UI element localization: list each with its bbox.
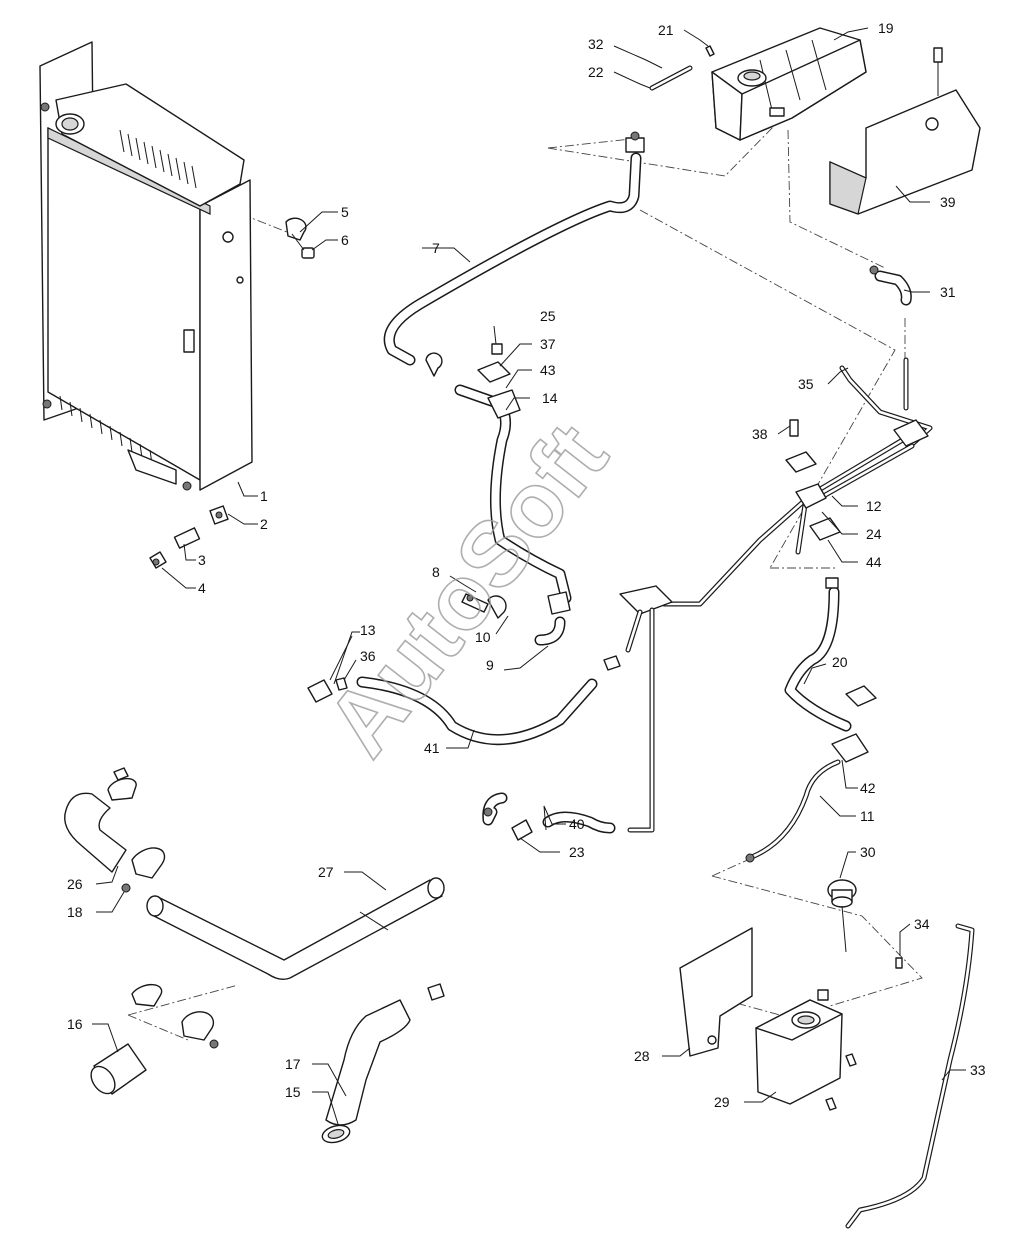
callout-14: 14 xyxy=(542,390,558,406)
watermark: AutoSoft xyxy=(307,406,626,775)
callout-16: 16 xyxy=(67,1016,83,1032)
callout-4: 4 xyxy=(198,580,206,596)
callout-35: 35 xyxy=(798,376,814,392)
callout-2: 2 xyxy=(260,516,268,532)
callout-9: 9 xyxy=(486,657,494,673)
callout-19: 19 xyxy=(878,20,894,36)
callout-41: 41 xyxy=(424,740,440,756)
pipe-fittings-top xyxy=(649,45,715,91)
clamp-parts-25-37-43 xyxy=(477,343,511,383)
callout-24: 24 xyxy=(866,526,882,542)
junction-block xyxy=(603,585,673,833)
hose-33 xyxy=(845,923,975,1229)
callout-42: 42 xyxy=(860,780,876,796)
hose-14 xyxy=(454,384,572,646)
callout-17: 17 xyxy=(285,1056,301,1072)
hoses-23-40 xyxy=(482,792,616,841)
callout-10: 10 xyxy=(475,629,491,645)
clip-and-bolt xyxy=(285,217,315,259)
callout-3: 3 xyxy=(198,552,206,568)
callout-12: 12 xyxy=(866,498,882,514)
callout-18: 18 xyxy=(67,904,83,920)
hose-17-15 xyxy=(321,983,445,1144)
callout-13: 13 xyxy=(360,622,376,638)
callout-20: 20 xyxy=(832,654,848,670)
tank-bracket xyxy=(829,47,981,215)
callout-29: 29 xyxy=(714,1094,730,1110)
callout-8: 8 xyxy=(432,564,440,580)
radiator xyxy=(39,41,253,491)
callout-27: 27 xyxy=(318,864,334,880)
callout-44: 44 xyxy=(866,554,882,570)
callout-11: 11 xyxy=(860,808,875,824)
callout-39: 39 xyxy=(940,194,956,210)
steel-lines xyxy=(661,265,933,607)
radiator-fins-bottom xyxy=(59,395,153,465)
hose-16 xyxy=(90,983,219,1095)
drain-fittings xyxy=(149,505,229,569)
hose-41 xyxy=(307,635,598,746)
callout-6: 6 xyxy=(341,232,349,248)
callout-labels: 1 2 3 4 5 6 7 8 9 10 11 12 13 14 15 16 1… xyxy=(67,20,986,1110)
hose-27 xyxy=(146,877,445,981)
callout-25: 25 xyxy=(540,308,556,324)
lower-tank xyxy=(679,927,857,1111)
callout-43: 43 xyxy=(540,362,556,378)
hose-7 xyxy=(383,131,645,377)
callout-36: 36 xyxy=(360,648,376,664)
callout-5: 5 xyxy=(341,204,349,220)
callout-32: 32 xyxy=(588,36,604,52)
leader-lines xyxy=(92,27,966,1125)
callout-34: 34 xyxy=(914,916,930,932)
hose-26 xyxy=(64,767,166,893)
callout-22: 22 xyxy=(588,64,604,80)
callout-33: 33 xyxy=(970,1062,986,1078)
radiator-fins-top xyxy=(119,129,197,189)
callout-31: 31 xyxy=(940,284,956,300)
callout-26: 26 xyxy=(67,876,83,892)
callout-30: 30 xyxy=(860,844,876,860)
hose-20-11 xyxy=(745,577,877,863)
callout-7: 7 xyxy=(432,240,440,256)
callout-40: 40 xyxy=(569,816,585,832)
callout-37: 37 xyxy=(540,336,556,352)
callout-28: 28 xyxy=(634,1048,650,1064)
callout-15: 15 xyxy=(285,1084,301,1100)
filler-cap xyxy=(827,879,857,953)
expansion-tank xyxy=(711,27,867,141)
callout-21: 21 xyxy=(658,22,674,38)
callout-38: 38 xyxy=(752,426,768,442)
callout-23: 23 xyxy=(569,844,585,860)
callout-1: 1 xyxy=(260,488,268,504)
fitting-8-10 xyxy=(461,593,507,619)
